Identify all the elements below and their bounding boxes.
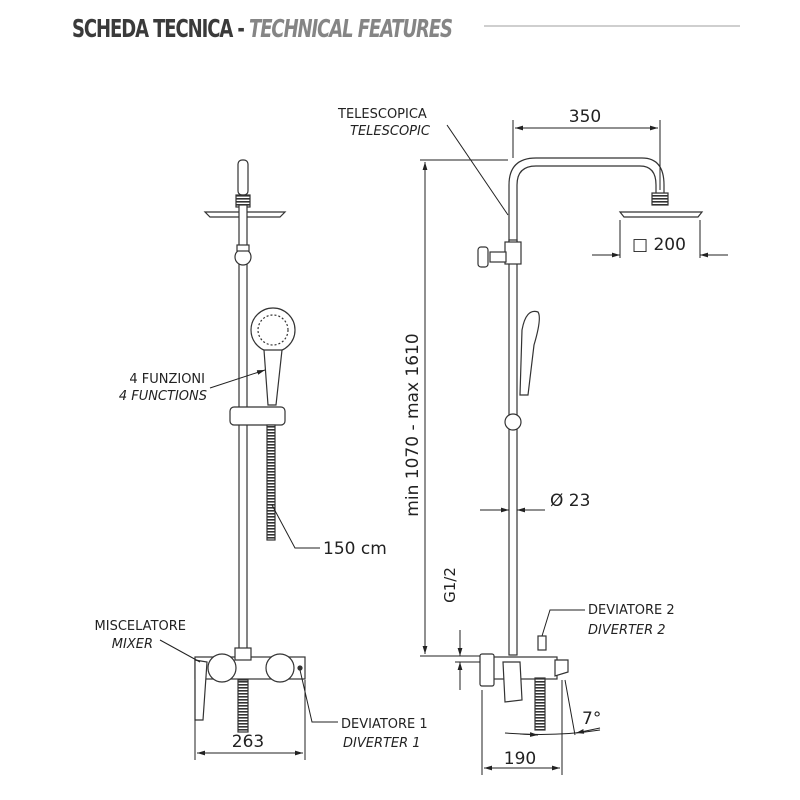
slider [229,406,286,426]
hose [266,424,276,541]
functions-label-en: 4 FUNCTIONS [119,389,207,404]
functions-label-it: 4 FUNZIONI [129,372,205,387]
slider-side [504,413,522,431]
front-view-annotations [159,369,338,760]
telescopic-label-en: TELESCOPIC [350,124,431,139]
hand-shower-handle [263,349,283,406]
depth-dimension: 190 [504,749,536,769]
pipe-diameter: Ø 23 [550,491,590,511]
head-dimension: □ 200 [632,235,686,255]
arm-dimension: 350 [569,107,601,127]
height-dimension: min 1070 - max 1610 [403,333,423,516]
riser-pole-side [508,239,518,656]
mixer-lever [194,659,208,721]
diverter2-label-en: DIVERTER 2 [588,623,666,638]
width-dimension: 263 [232,732,264,752]
side-view [477,157,704,731]
hose-length-label: 150 cm [323,539,387,559]
diverter1-label-en: DIVERTER 1 [343,736,421,751]
diverter1-label-it: DEVIATORE 1 [341,717,428,732]
wall-plate [479,653,495,687]
page-title: SCHEDA TECNICA - TECHNICAL FEATURES [72,14,453,43]
inlet-connection [237,679,249,733]
title-rule [484,25,740,27]
telescopic-knob [477,246,489,268]
head-connector [237,159,249,196]
thread-dimension: G1/2 [441,567,459,603]
mixer-label-it: MISCELATORE [95,619,186,634]
mixer-lever-side [502,661,523,703]
spout [554,659,569,677]
title-english: TECHNICAL FEATURES [249,14,453,43]
diverter2-label-it: DEVIATORE 2 [588,603,675,618]
side-view-annotations [420,120,728,775]
telescopic-label-it: TELESCOPICA [337,107,427,122]
rain-head-side [618,211,704,218]
angle-dimension: 7° [582,709,601,729]
mixer-label-en: MIXER [112,637,153,652]
hand-shower-side [519,310,540,396]
title-italian: SCHEDA TECNICA - [72,14,245,43]
front-view [194,159,306,733]
shower-arm [508,157,665,245]
riser-pole [238,204,248,656]
mixer-body-side [491,656,558,680]
